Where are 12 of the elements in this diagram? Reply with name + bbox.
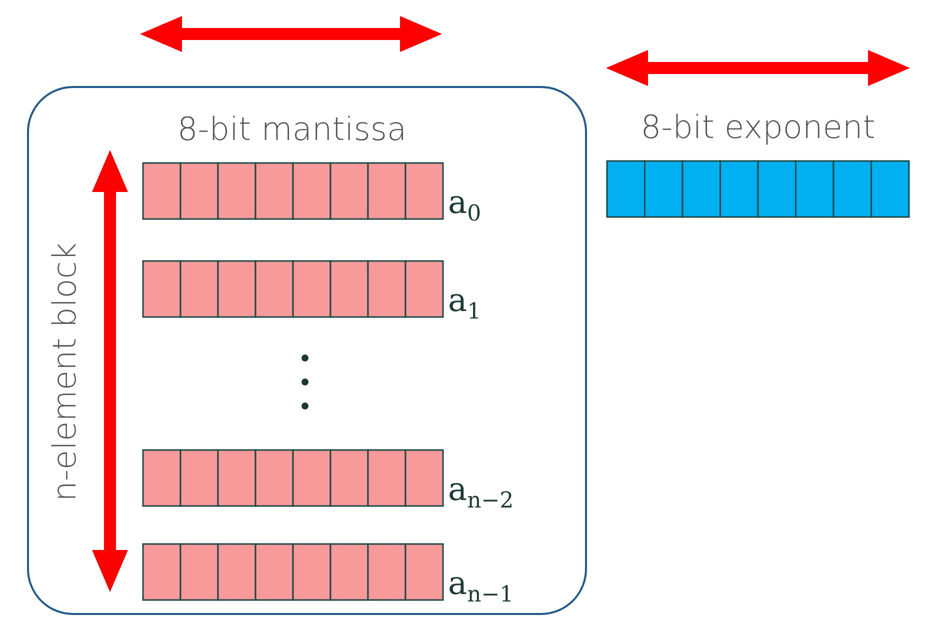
bit-register	[142, 260, 444, 318]
width-label: 8-bit mantissa	[177, 110, 407, 148]
width-label: 8-bit exponent	[640, 108, 876, 146]
element-label: a$_{n−1}$	[448, 564, 514, 607]
block-outline	[27, 86, 587, 615]
bit-register	[142, 449, 444, 507]
bit-register	[142, 162, 444, 220]
bit-register	[142, 543, 444, 601]
element-label: a$_{0}$	[448, 182, 482, 226]
element-label: a$_{n−2}$	[448, 470, 514, 513]
element-label: a$_{1}$	[448, 280, 482, 324]
block-length-label: n-element block	[45, 242, 83, 502]
